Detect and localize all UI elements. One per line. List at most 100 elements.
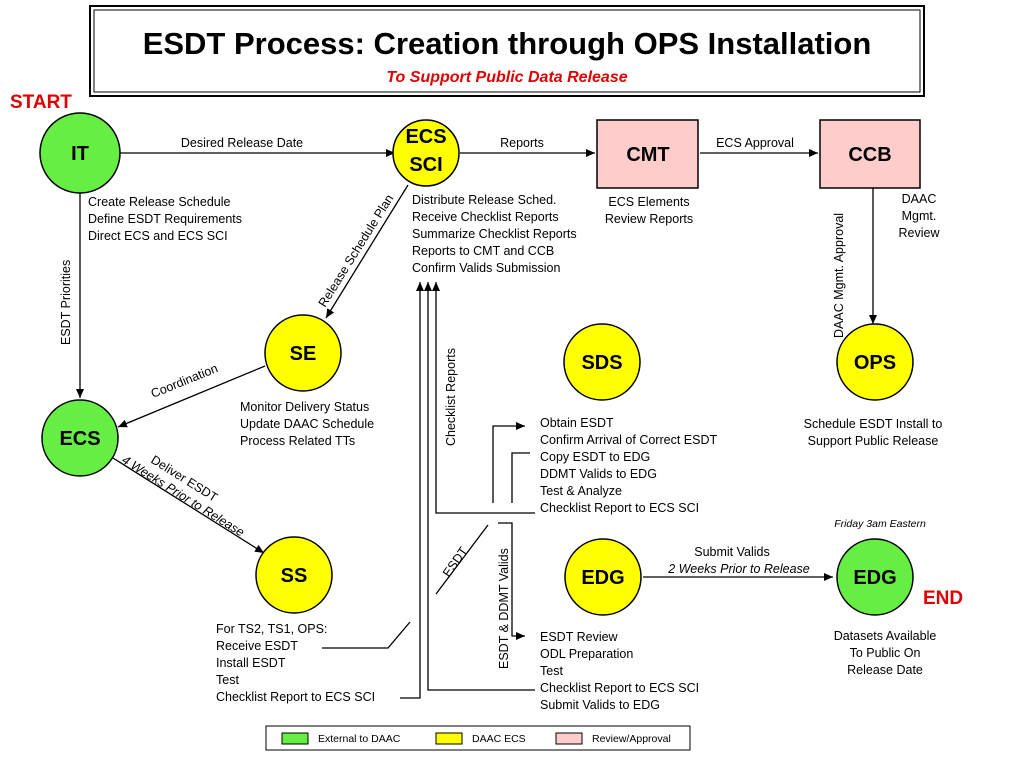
legend-item-daac: DAAC ECS — [435, 732, 526, 745]
note-line: Confirm Arrival of Correct ESDT — [540, 433, 717, 447]
node-ecs-sci-label-2: SCI — [409, 154, 442, 176]
node-ccb-label: CCB — [848, 144, 891, 166]
node-cmt-label: CMT — [626, 144, 669, 166]
edge-edg-to-ecs-sci — [424, 282, 535, 691]
node-ecs-label: ECS — [59, 428, 100, 450]
node-ecs-sci-label-1: ECS — [405, 126, 446, 148]
end-label: END — [923, 588, 963, 609]
node-edg-daac-label: EDG — [581, 567, 624, 589]
legend-label-external: External to DAAC — [318, 733, 401, 745]
note-line: ECS Elements — [608, 195, 689, 209]
edge-to-obtain-esdt — [492, 422, 525, 503]
edge-sds-to-ecs-sci — [432, 282, 535, 514]
note-line: Distribute Release Sched. — [412, 193, 557, 207]
legend-item-review: Review/Approval — [555, 732, 671, 745]
note-line: Receive Checklist Reports — [412, 210, 559, 224]
title-box: ESDT Process: Creation through OPS Insta… — [89, 5, 925, 97]
note-ss: For TS2, TS1, OPS: Receive ESDT Install ES… — [216, 622, 375, 704]
page-subtitle: To Support Public Data Release — [386, 69, 627, 86]
note-line: Release Date — [847, 663, 923, 677]
node-ecs: ECS — [41, 399, 119, 477]
note-line: Submit Valids to EDG — [540, 698, 660, 712]
note-line: For TS2, TS1, OPS: — [216, 622, 327, 636]
legend: External to DAAC DAAC ECS Review/Approva… — [265, 725, 691, 751]
node-ccb: CCB — [819, 119, 921, 189]
note-line: Checklist Report to ECS SCI — [540, 501, 699, 515]
note-line: Receive ESDT — [216, 639, 298, 653]
note-line: ESDT Review — [540, 630, 619, 644]
node-ss: SS — [255, 536, 333, 614]
note-line: Confirm Valids Submission — [412, 261, 560, 275]
node-ops: OPS — [836, 323, 914, 401]
note-edg-ext: Datasets Available To Public On Release Da… — [834, 629, 937, 677]
edge-label-daac-mgmt-approval: DAAC Mgmt. Approval — [832, 213, 846, 338]
note-line: DAAC — [902, 192, 937, 206]
node-se-label: SE — [290, 343, 317, 365]
edge-label-esdt-priorities: ESDT Priorities — [59, 260, 73, 345]
edge-to-esdt-review — [498, 522, 525, 640]
node-se: SE — [264, 314, 342, 392]
note-line: Process Related TTs — [240, 434, 355, 448]
edge-label-checklist-reports: Checklist Reports — [444, 348, 458, 446]
note-line: Update DAAC Schedule — [240, 417, 374, 431]
note-line: DDMT Valids to EDG — [540, 467, 657, 481]
note-line: Copy ESDT to EDG — [540, 450, 650, 464]
note-line: Schedule ESDT Install to — [804, 417, 943, 431]
note-line: Support Public Release — [808, 434, 939, 448]
edge-label-esdt: ESDT — [440, 544, 471, 580]
edge-label-desired-release-date: Desired Release Date — [181, 136, 303, 150]
node-edg-ext-label: EDG — [853, 567, 896, 589]
node-ss-label: SS — [281, 565, 308, 587]
edge-label-esdt-ddmt-valids: ESDT & DDMT Valids — [497, 548, 511, 669]
note-line: Test & Analyze — [540, 484, 622, 498]
edge-label-two-weeks: 2 Weeks Prior to Release — [667, 562, 810, 576]
edge-se-to-ecs — [117, 365, 266, 428]
edge-label-submit-valids: Submit Valids — [694, 545, 770, 559]
edge-label-ecs-approval: ECS Approval — [716, 136, 794, 150]
edge-label-four-weeks: 4 Weeks Prior to Release — [119, 453, 246, 540]
ss-bracket — [322, 621, 411, 649]
node-sds: SDS — [563, 323, 641, 401]
note-line: Reports to CMT and CCB — [412, 244, 554, 258]
legend-label-review: Review/Approval — [592, 733, 671, 745]
note-line: Obtain ESDT — [540, 416, 614, 430]
sds-bracket — [511, 452, 530, 503]
note-ecs-sci: Distribute Release Sched. Receive Checkli… — [412, 193, 577, 275]
node-edg-ext: EDG — [836, 538, 914, 616]
note-line: Test — [540, 664, 563, 678]
edge-label-friday: Friday 3am Eastern — [834, 518, 926, 530]
note-line: Review Reports — [605, 212, 693, 226]
note-line: Test — [216, 673, 239, 687]
note-line: Mgmt. — [902, 209, 937, 223]
note-ops: Schedule ESDT Install to Support Public R… — [804, 417, 943, 448]
note-line: Install ESDT — [216, 656, 286, 670]
esdt-diagonal — [435, 524, 489, 595]
edge-ecs-to-ss — [112, 457, 265, 554]
note-line: Define ESDT Requirements — [88, 212, 242, 226]
note-line: Direct ECS and ECS SCI — [88, 229, 228, 243]
start-label: START — [10, 92, 72, 113]
node-cmt: CMT — [596, 119, 699, 189]
note-line: To Public On — [850, 646, 921, 660]
node-ops-label: OPS — [854, 352, 896, 374]
edge-label-release-schedule-plan: Release Schedule Plan — [316, 192, 397, 310]
note-line: Datasets Available — [834, 629, 937, 643]
node-ecs-sci: ECS SCI — [392, 119, 460, 187]
node-it: IT — [39, 112, 121, 194]
node-edg-daac: EDG — [564, 538, 642, 616]
node-sds-label: SDS — [581, 352, 622, 374]
edge-ecs-sci-to-se — [325, 184, 409, 319]
note-sds: Obtain ESDT Confirm Arrival of Correct ES… — [540, 416, 717, 515]
page-title: ESDT Process: Creation through OPS Insta… — [143, 26, 872, 61]
note-line: Review — [899, 226, 941, 240]
legend-label-daac: DAAC ECS — [472, 733, 526, 745]
edge-label-coordination: Coordination — [149, 361, 220, 401]
note-ccb: DAAC Mgmt. Review — [899, 192, 941, 240]
legend-item-external: External to DAAC — [281, 732, 401, 745]
note-line: ODL Preparation — [540, 647, 633, 661]
note-line: Checklist Report to ECS SCI — [216, 690, 375, 704]
